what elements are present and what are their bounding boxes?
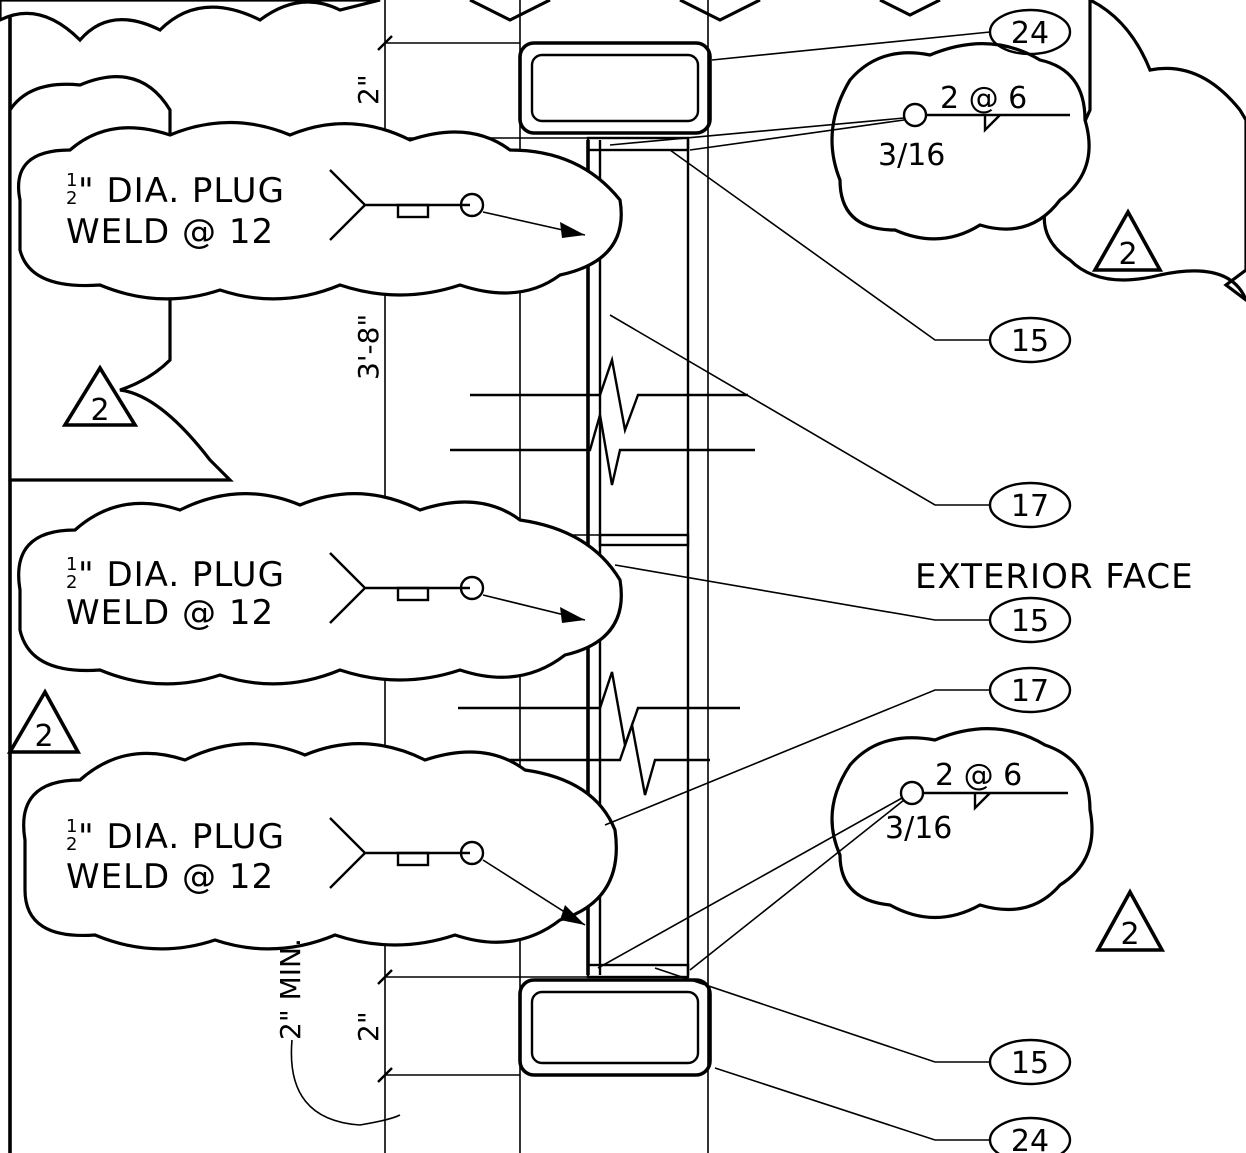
callout-number: 24	[1011, 1124, 1049, 1153]
revision-cloud-right	[1042, 0, 1246, 302]
fraction-numerator: 1	[66, 816, 77, 837]
plug-weld-note-line2: WELD @ 12	[66, 212, 274, 252]
part-callout-17-a: 17	[609, 314, 1072, 529]
plug-weld-note-line2: WELD @ 12	[66, 857, 274, 897]
callout-number: 24	[1011, 16, 1049, 51]
callout-number: 17	[1011, 674, 1049, 709]
callout-number: 15	[1011, 604, 1049, 639]
plug-weld-note-line1: " DIA. PLUG	[78, 555, 285, 595]
dimension-min-gap: 2" MIN.	[274, 938, 307, 1040]
fraction-numerator: 1	[66, 554, 77, 575]
callout-number: 15	[1011, 1046, 1049, 1081]
fraction-denominator: 2	[66, 188, 77, 209]
fraction-denominator: 2	[66, 572, 77, 593]
dimension-top-gap: 2"	[352, 74, 385, 105]
plug-weld-note-2: 1 2 " DIA. PLUG WELD @ 12	[17, 492, 623, 686]
revision-tag-number: 2	[90, 393, 109, 428]
fillet-weld-note-2: 2 @ 6 3/16	[597, 727, 1094, 971]
fillet-weld-note-1: 2 @ 6 3/16	[609, 42, 1091, 241]
fillet-weld-size: 3/16	[885, 811, 952, 846]
revision-tag-number: 2	[1118, 237, 1137, 272]
callout-number: 17	[1011, 489, 1049, 524]
plug-weld-note-line2: WELD @ 12	[66, 593, 274, 633]
revision-tag-1: 2	[1091, 208, 1164, 272]
revision-tag-2: 2	[61, 364, 139, 428]
fillet-weld-size: 3/16	[878, 138, 945, 173]
tube-top	[518, 41, 712, 135]
revision-cloud-top-right	[469, 0, 941, 22]
tube-bottom	[518, 978, 712, 1077]
fillet-weld-pitch: 2 @ 6	[940, 81, 1027, 116]
part-callout-15-c: 15	[654, 967, 1072, 1086]
part-callout-15-b: 15	[614, 564, 1072, 644]
fillet-weld-pitch: 2 @ 6	[935, 758, 1022, 793]
callout-number: 15	[1011, 324, 1049, 359]
plug-weld-note-line1: " DIA. PLUG	[78, 171, 285, 211]
part-callout-24-bottom: 24	[714, 1067, 1072, 1153]
revision-tag-3: 2	[6, 688, 82, 754]
revision-tag-4: 2	[1094, 888, 1166, 952]
plug-weld-note-3: 1 2 " DIA. PLUG WELD @ 12	[22, 742, 618, 951]
dimension-bottom-gap: 2"	[352, 1011, 385, 1042]
plug-weld-note-line1: " DIA. PLUG	[78, 817, 285, 857]
part-callout-17-b: 17	[604, 666, 1072, 826]
fraction-denominator: 2	[66, 834, 77, 855]
exterior-face-label: EXTERIOR FACE	[915, 557, 1194, 597]
revision-tag-number: 2	[1120, 917, 1139, 952]
plug-weld-note-1: 1 2 " DIA. PLUG WELD @ 12	[17, 120, 623, 301]
revision-tag-number: 2	[34, 719, 53, 754]
part-callout-15-a: 15	[669, 149, 1072, 364]
fraction-numerator: 1	[66, 170, 77, 191]
part-callout-24-top: 24	[711, 8, 1072, 61]
revision-cloud-top	[0, 0, 381, 43]
dimension-span: 3'-8"	[352, 314, 385, 380]
